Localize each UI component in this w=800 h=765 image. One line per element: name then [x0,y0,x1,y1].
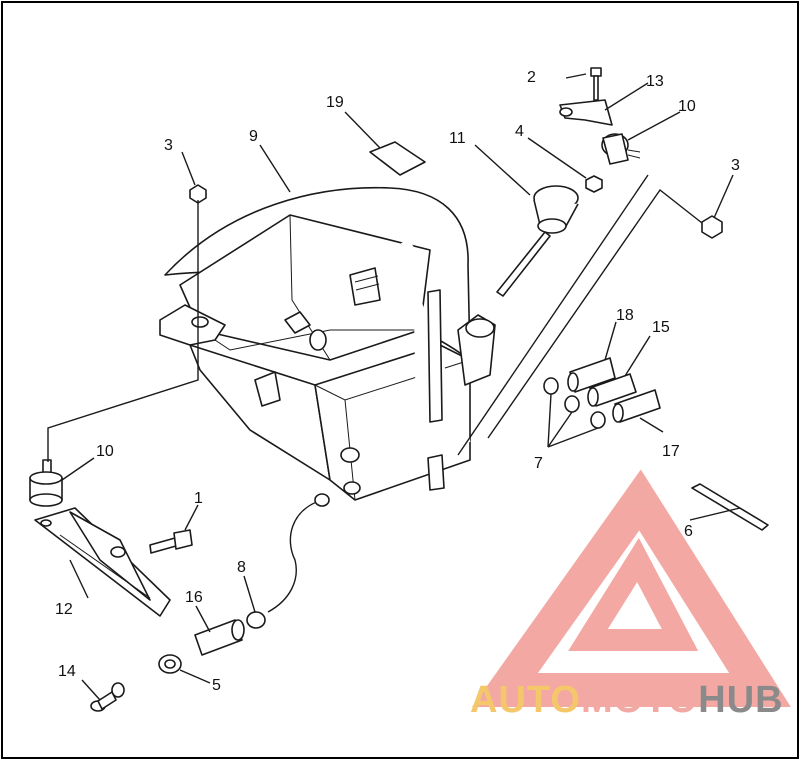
callout-15: 15 [652,319,670,336]
callout-12: 12 [55,601,73,618]
dipstick-part [496,185,579,297]
callout-9: 9 [249,128,258,145]
watermark-text: AUTOMOTOHUB [470,679,784,721]
callout-3-right: 3 [731,157,740,174]
callout-16: 16 [185,589,203,606]
leader-lines [47,73,741,701]
callout-10-top: 10 [678,98,696,115]
callout-11: 11 [449,130,466,147]
left-mount-part [29,459,171,617]
drain-line [267,499,323,613]
callout-14: 14 [58,663,76,680]
nut-part-right [701,215,723,239]
callout-17: 17 [662,443,680,460]
hose-clamp-group [543,357,661,429]
cable-tie-part [691,483,769,531]
watermark-moto: MOTO [581,679,698,721]
callout-10-left: 10 [96,443,114,460]
watermark-hub: HUB [698,679,783,721]
callout-19: 19 [326,94,344,111]
watermark-logo-icon [472,469,791,707]
pin-part [90,682,125,712]
callout-13: 13 [646,73,664,90]
callout-5: 5 [212,677,221,694]
callout-18: 18 [616,307,634,324]
callout-6: 6 [684,523,693,540]
callout-1: 1 [194,490,203,507]
hose-part-16 [194,619,243,656]
nut-part-left [189,184,207,204]
callout-3-left: 3 [164,137,173,154]
clamp-part-8 [246,611,266,629]
pad-part [369,141,426,176]
callout-4: 4 [515,123,524,140]
bolt-part [149,529,193,554]
bracket-top-part [559,67,641,165]
callout-2: 2 [527,69,536,86]
callout-labels: 2 13 10 19 9 11 4 3 3 18 15 7 17 10 1 6 … [55,69,740,694]
watermark-auto: AUTO [470,679,581,721]
callout-8: 8 [237,559,246,576]
callout-7: 7 [534,455,543,472]
nut-part-center [585,175,603,193]
oil-tank-assembly [159,186,496,501]
